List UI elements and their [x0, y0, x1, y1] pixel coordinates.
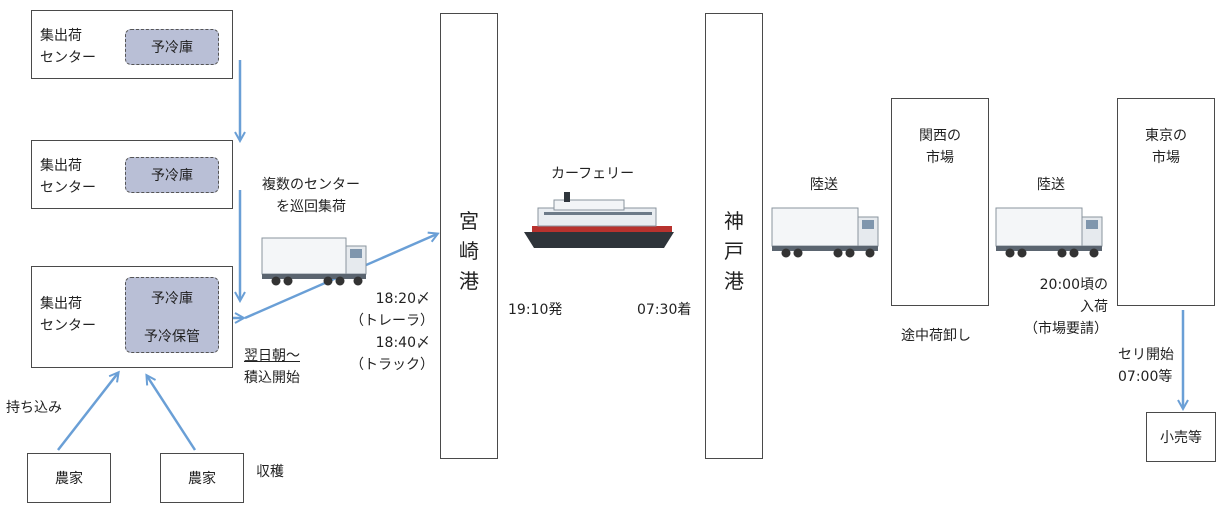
center-2-cold-storage-label: 予冷庫	[151, 168, 193, 184]
ferry-label: カーフェリー	[551, 166, 635, 182]
retail-label: 小売等	[1160, 430, 1202, 446]
ferry-icon	[524, 192, 674, 248]
farmer-1-label: 農家	[55, 471, 83, 487]
kansai-market-title-line1: 関西の	[919, 128, 961, 144]
trailer-truck-icon	[261, 237, 367, 286]
auction-line2: 07:00等	[1118, 369, 1173, 385]
partial-unload-label: 途中荷卸し	[901, 328, 971, 344]
center-1-label-line1: 集出荷	[40, 28, 82, 44]
center-1-label: 集出荷 センター	[40, 25, 96, 69]
truck-kobe-to-kansai-icon	[771, 207, 879, 258]
center-3-label: 集出荷 センター	[40, 293, 96, 337]
arrival-time: 07:30着	[637, 302, 692, 318]
loading-line1: 翌日朝～	[244, 348, 300, 364]
land-transport-label-2: 陸送	[1037, 177, 1065, 193]
miyazaki-port-char-1: 宮	[459, 209, 479, 233]
loading-label: 翌日朝～ 積込開始	[244, 345, 300, 389]
tokyo-market: 東京の 市場	[1117, 98, 1215, 306]
center-1-label-line2: センター	[40, 50, 96, 66]
center-1-cold-storage: 予冷庫	[125, 29, 219, 65]
retail-box: 小売等	[1146, 412, 1216, 462]
arrival-request-label: 20:00頃の 入荷 （市場要請）	[1000, 274, 1108, 340]
trailer-cutoff-time: 18:20〆	[375, 291, 430, 307]
tokyo-market-title-line1: 東京の	[1145, 128, 1187, 144]
center-2-label-line1: 集出荷	[40, 158, 82, 174]
center-2-label: 集出荷 センター	[40, 155, 96, 199]
arrow-farmer2	[147, 376, 197, 451]
arrival-request-line3: （市場要請）	[1024, 321, 1108, 337]
collection-center-2: 集出荷 センター 予冷庫	[31, 140, 233, 209]
collection-center-1: 集出荷 センター 予冷庫	[31, 10, 233, 79]
arrival-request-line1: 20:00頃の	[1039, 277, 1108, 293]
kobe-port-char-2: 戸	[724, 239, 744, 263]
tour-line2: を巡回集荷	[276, 199, 346, 215]
arrow-farmer1	[57, 373, 118, 451]
harvest-label: 収穫	[256, 464, 284, 480]
tokyo-market-title-line2: 市場	[1152, 150, 1180, 166]
kansai-market: 関西の 市場	[891, 98, 989, 306]
miyazaki-port-char-2: 崎	[459, 239, 479, 263]
arrival-request-line2: 入荷	[1080, 299, 1108, 315]
center-2-label-line2: センター	[40, 180, 96, 196]
center-3-cold-storage: 予冷庫 予冷保管	[125, 277, 219, 353]
trailer-label: （トレーラ）	[350, 313, 434, 329]
loading-line2: 積込開始	[244, 370, 300, 386]
tour-line1: 複数のセンター	[262, 177, 360, 193]
truck-label: （トラック）	[350, 357, 434, 373]
land-transport-label-1: 陸送	[810, 177, 838, 193]
center-1-cold-storage-label: 予冷庫	[151, 40, 193, 56]
collection-center-3: 集出荷 センター 予冷庫 予冷保管	[31, 266, 233, 368]
center-3-label-line1: 集出荷	[40, 296, 82, 312]
auction-label: セリ開始 07:00等	[1118, 344, 1174, 388]
cutoff-times: 18:20〆 （トレーラ） 18:40〆 （トラック）	[350, 288, 434, 376]
bring-in-label: 持ち込み	[6, 400, 62, 416]
auction-line1: セリ開始	[1118, 347, 1174, 363]
truck-cutoff-time: 18:40〆	[375, 335, 430, 351]
tour-collection-label: 複数のセンター を巡回集荷	[236, 174, 386, 218]
center-3-label-line2: センター	[40, 318, 96, 334]
farmer-box-1: 農家	[27, 453, 111, 503]
kansai-market-title-line2: 市場	[926, 150, 954, 166]
center-3-cold-storage-label: 予冷庫	[151, 291, 193, 307]
miyazaki-port: 宮 崎 港	[440, 13, 498, 459]
farmer-box-2: 農家	[160, 453, 244, 503]
truck-kansai-to-tokyo-icon	[995, 207, 1103, 258]
departure-time: 19:10発	[508, 302, 563, 318]
miyazaki-port-char-3: 港	[459, 269, 479, 293]
kobe-port-char-1: 神	[724, 209, 744, 233]
kobe-port-char-3: 港	[724, 269, 744, 293]
kobe-port: 神 戸 港	[705, 13, 763, 459]
center-3-cold-holding-label: 予冷保管	[144, 329, 200, 345]
farmer-2-label: 農家	[188, 471, 216, 487]
center-2-cold-storage: 予冷庫	[125, 157, 219, 193]
